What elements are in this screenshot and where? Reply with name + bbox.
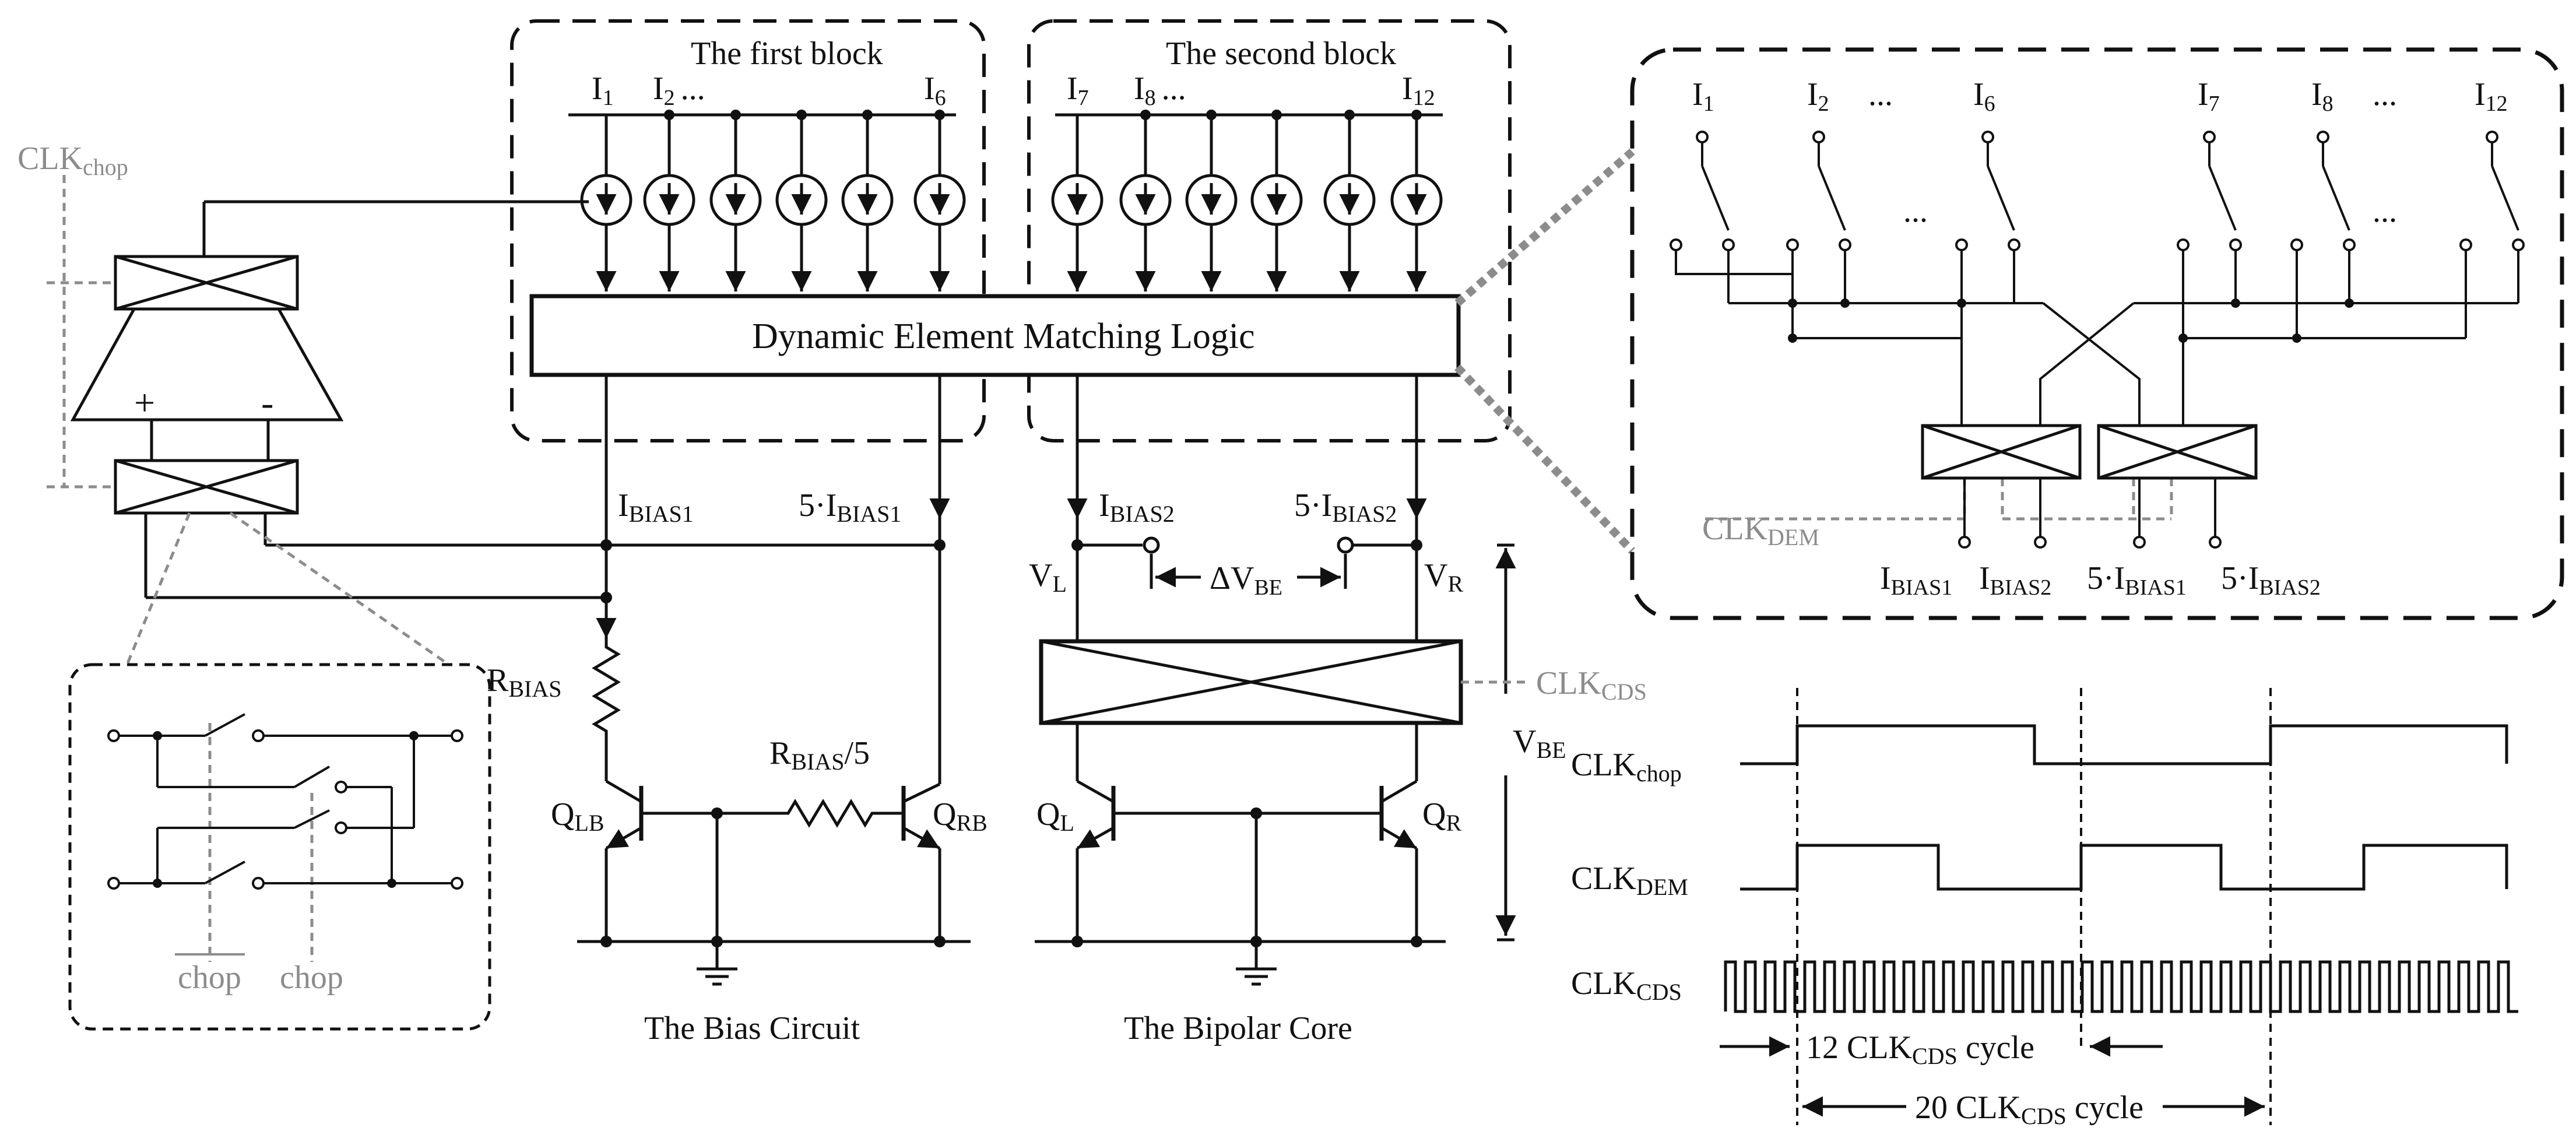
zoom-label-i8: I8 xyxy=(2311,76,2333,116)
label-ibias2: IBIAS2 xyxy=(1099,487,1175,527)
zoom-dots-3: ... xyxy=(1903,193,1928,229)
current-sources-first-block xyxy=(580,115,966,291)
label-vbe: VBE xyxy=(1513,723,1566,763)
label-chop: chop xyxy=(280,960,343,996)
label-5ibias1: 5·IBIAS1 xyxy=(799,487,901,527)
zoom-label-i12: I12 xyxy=(2475,76,2508,116)
dem-logic-label: Dynamic Element Matching Logic xyxy=(752,317,1255,356)
label-i1: I1 xyxy=(592,71,614,110)
label-rbias5: RBIAS/5 xyxy=(769,735,870,775)
zoom-label-i6: I6 xyxy=(1973,76,1995,116)
clk-chop-waveform xyxy=(1740,724,2508,765)
zoom-out-5ibias2: 5·IBIAS2 xyxy=(2221,560,2321,600)
cycle-20-label: 20 CLKCDS cycle xyxy=(1915,1090,2143,1129)
label-rbias: RBIAS xyxy=(487,662,562,702)
zoom-dots-1: ... xyxy=(1868,76,1893,113)
label-i8: I8... xyxy=(1134,71,1186,110)
dem-mux-right xyxy=(2097,424,2258,480)
zoom-label-i7: I7 xyxy=(2198,76,2220,116)
timing-label-dem: CLKDEM xyxy=(1571,860,1688,900)
label-qlb: QLB xyxy=(551,796,605,836)
label-delta-vbe: ΔVBE xyxy=(1210,560,1282,600)
zoom-dots-2: ... xyxy=(2373,76,2397,113)
current-sources-second-block xyxy=(1051,115,1443,291)
second-block-title: The second block xyxy=(1166,36,1396,72)
label-chop-bar: chop xyxy=(178,960,241,996)
first-block-outline xyxy=(510,19,986,442)
zoom-dots-4: ... xyxy=(2373,193,2397,229)
bipolar-core-caption: The Bipolar Core xyxy=(1124,1010,1352,1046)
clk-dem-waveform xyxy=(1740,844,2508,891)
label-clk-chop-left: CLKchop xyxy=(17,141,128,180)
first-block-title: The first block xyxy=(691,36,883,72)
cycle-12-label: 12 CLKCDS cycle xyxy=(1806,1030,2034,1069)
label-clk-dem: CLKDEM xyxy=(1702,511,1819,550)
bias-circuit-caption: The Bias Circuit xyxy=(644,1010,860,1046)
junction-dots xyxy=(600,110,1422,947)
dem-mux-left xyxy=(1921,424,2082,480)
opamp-triangle xyxy=(70,307,344,422)
second-block-outline xyxy=(1027,19,1512,442)
zoom-label-i2: I2 xyxy=(1807,76,1829,116)
label-i2: I2... xyxy=(653,71,705,110)
label-vl: VL xyxy=(1029,557,1067,597)
timing-label-cds: CLKCDS xyxy=(1571,965,1682,1005)
dem-logic-box xyxy=(529,294,1461,377)
dem-switch-network xyxy=(1670,131,2525,549)
output-chopper-box xyxy=(114,459,299,515)
label-ibias1: IBIAS1 xyxy=(618,487,694,527)
label-i12: I12 xyxy=(1402,71,1435,110)
chopper-detail-outline xyxy=(68,663,491,1031)
zoom-out-5ibias1: 5·IBIAS1 xyxy=(2087,560,2187,600)
label-vr: VR xyxy=(1424,557,1463,597)
zoom-out-ibias2: IBIAS2 xyxy=(1979,560,2051,600)
timing-label-chop: CLKchop xyxy=(1571,747,1682,786)
amp-minus: - xyxy=(261,382,273,423)
zoom-out-ibias1: IBIAS1 xyxy=(1880,560,1952,600)
timing-diagram xyxy=(1724,724,2518,1013)
clk-cds-waveform xyxy=(1724,960,2518,1013)
rbias-resistor xyxy=(592,640,621,781)
chopper-switches xyxy=(107,713,463,890)
label-clk-cds: CLKCDS xyxy=(1536,665,1647,705)
label-i7: I7 xyxy=(1067,71,1089,110)
label-ql: QL xyxy=(1036,796,1074,836)
label-5ibias2: 5·IBIAS2 xyxy=(1294,487,1397,527)
amp-plus: + xyxy=(134,382,155,423)
label-qr: QR xyxy=(1422,796,1461,836)
rbias5-resistor xyxy=(781,799,904,828)
label-qrb: QRB xyxy=(933,796,987,836)
label-i6: I6 xyxy=(924,71,946,110)
zoom-label-i1: I1 xyxy=(1692,76,1714,116)
